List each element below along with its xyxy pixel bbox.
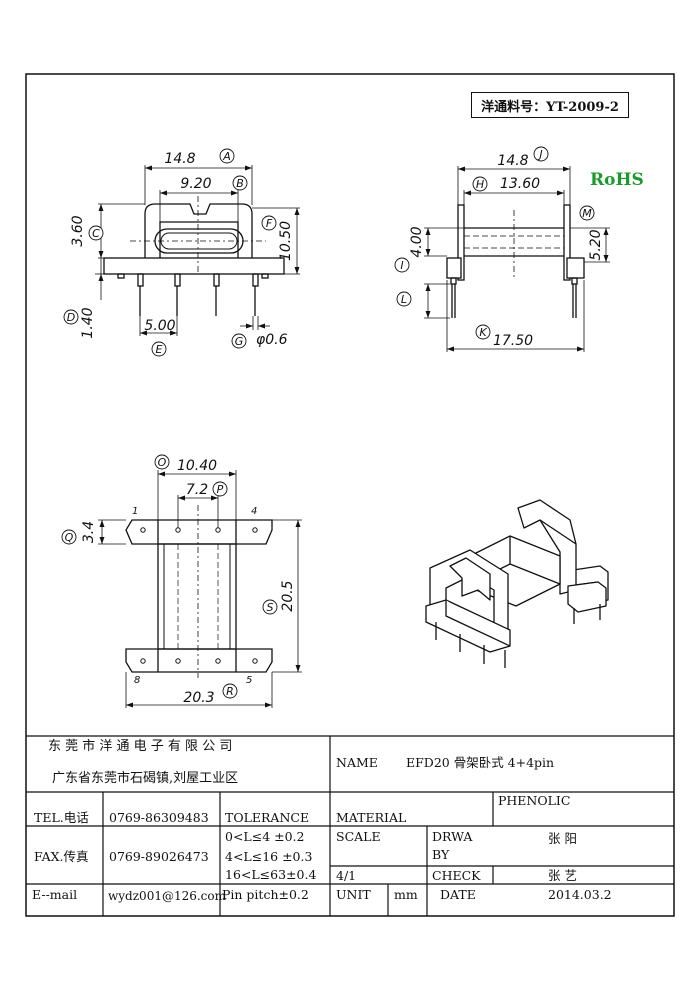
company-address: 广东省东莞市石碣镇,刘屋工业区	[52, 771, 239, 786]
svg-text:G: G	[235, 335, 244, 348]
material-value: PHENOLIC	[498, 793, 571, 808]
svg-text:B: B	[236, 177, 244, 190]
dim-f-value: 10.50	[278, 221, 294, 261]
svg-text:S: S	[267, 601, 274, 614]
dim-c-value: 3.60	[70, 215, 86, 246]
email-label: E--mail	[32, 887, 78, 902]
svg-text:R: R	[226, 685, 234, 698]
part-number: 洋通料号：YT-2009-2	[481, 99, 619, 115]
tolerance-row-2: 4<L≤16 ±0.3	[225, 849, 313, 864]
dim-q-value: 3.4	[81, 521, 97, 543]
unit-value: mm	[394, 887, 418, 902]
check-label: CHECK	[432, 868, 481, 883]
dim-h-value: 13.60	[500, 176, 540, 192]
rohs-mark: RoHS	[590, 170, 644, 190]
svg-text:E: E	[156, 343, 163, 356]
name-label: NAME	[336, 755, 378, 770]
dim-e-value: 5.00	[144, 318, 175, 334]
dim-r-value: 20.3	[183, 690, 214, 706]
dim-i-value: 4.00	[409, 226, 425, 257]
tel-label: TEL.电话	[34, 810, 89, 825]
dim-m-value: 5.20	[588, 229, 604, 260]
pin-label-4: 4	[251, 506, 257, 517]
top-view-markers: O P Q S R	[61, 454, 278, 699]
side-view	[446, 204, 585, 318]
unit-label: UNIT	[336, 887, 371, 902]
material-label: MATERIAL	[336, 810, 407, 825]
top-view	[125, 505, 273, 678]
dim-j-value: 14.8	[497, 153, 528, 169]
svg-text:K: K	[479, 326, 487, 339]
isometric-view	[425, 499, 609, 668]
drawn-by-value: 张 阳	[548, 831, 577, 846]
scale-label: SCALE	[336, 829, 381, 844]
svg-text:J: J	[537, 148, 542, 161]
top-view-dimensions	[98, 470, 302, 708]
tel-value: 0769-86309483	[109, 810, 209, 825]
svg-text:C: C	[92, 227, 100, 240]
dim-g-value: φ0.6	[256, 332, 288, 348]
pin-label-8: 8	[134, 675, 140, 686]
pin-label-5: 5	[246, 675, 252, 686]
email-value: wydz001@126.com	[108, 889, 227, 903]
drawn-by-label-2: BY	[432, 847, 450, 862]
dim-p-value: 7.2	[186, 482, 208, 498]
pin-label-1: 1	[132, 506, 138, 517]
company-name: 东 莞 市 洋 通 电 子 有 限 公 司	[48, 739, 233, 754]
svg-text:H: H	[476, 178, 484, 191]
svg-text:A: A	[222, 150, 231, 163]
front-view	[103, 196, 285, 316]
side-view-labels: 14.8 13.60 4.00 5.20 17.50	[409, 153, 604, 349]
drawn-by-label-1: DRWA	[432, 829, 473, 844]
name-value: EFD20 骨架卧式 4+4pin	[406, 755, 555, 770]
sheet-border	[25, 73, 675, 917]
svg-text:O: O	[158, 456, 167, 469]
dim-d-value: 1.40	[80, 307, 96, 338]
title-block-grid	[26, 735, 674, 916]
front-view-labels: 14.8 9.20 3.60 10.50 1.40 5.00 φ0.6	[70, 151, 294, 348]
part-number-box: 洋通料号：YT-2009-2	[471, 92, 629, 118]
dim-k-value: 17.50	[493, 333, 533, 349]
check-value: 张 艺	[548, 868, 577, 883]
svg-text:M: M	[582, 207, 592, 220]
svg-text:I: I	[400, 259, 403, 272]
tolerance-label: TOLERANCE	[225, 810, 310, 825]
svg-text:Q: Q	[65, 531, 74, 544]
fax-label: FAX.传真	[34, 849, 89, 864]
dim-o-value: 10.40	[177, 458, 217, 474]
fax-value: 0769-89026473	[109, 849, 209, 864]
tolerance-row-4: Pin pitch±0.2	[222, 887, 309, 902]
svg-text:D: D	[67, 311, 75, 324]
tolerance-row-1: 0<L≤4 ±0.2	[225, 829, 305, 844]
dim-s-value: 20.5	[280, 580, 296, 611]
top-view-labels: 10.40 7.2 3.4 20.5 20.3 1 4 8 5	[81, 458, 296, 706]
side-view-dimensions	[424, 166, 610, 352]
date-value: 2014.03.2	[548, 887, 612, 902]
dim-a-value: 14.8	[164, 151, 195, 167]
svg-text:F: F	[266, 217, 273, 230]
tolerance-row-3: 16<L≤63±0.4	[225, 867, 317, 882]
front-view-markers: A B C F D E G	[63, 148, 277, 357]
dim-b-value: 9.20	[180, 176, 211, 192]
side-view-markers: J H M I L K	[394, 146, 595, 340]
scale-value: 4/1	[336, 868, 357, 883]
date-label: DATE	[440, 887, 476, 902]
svg-text:L: L	[401, 293, 407, 306]
svg-text:P: P	[217, 483, 224, 496]
